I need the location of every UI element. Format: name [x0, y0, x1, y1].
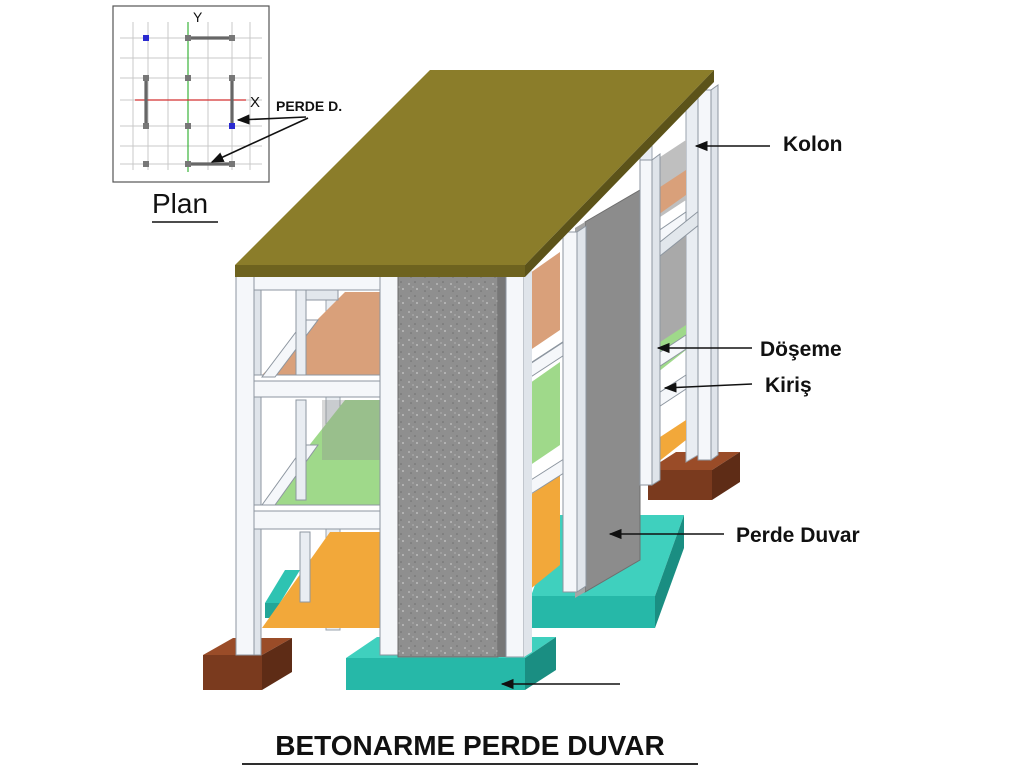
perde-label: Perde Duvar: [736, 524, 860, 547]
plan-inset: Y X PERDE D. Plan: [112, 5, 342, 223]
diagram-title-group: BETONARME PERDE DUVAR: [242, 730, 698, 765]
kiris-arrow: [663, 382, 753, 393]
kiris-label: Kiriş: [765, 374, 812, 397]
plan-wall-label: PERDE D.: [276, 98, 342, 114]
plan-wall-pointer-2: [210, 117, 309, 163]
kolon-label: Kolon: [783, 133, 842, 156]
front-frame: [235, 274, 399, 656]
front-slab-bottom: [262, 532, 380, 628]
plan-axis-x-label: X: [250, 94, 260, 111]
plan-axis-y-label: Y: [193, 9, 203, 25]
plan-title: Plan: [152, 188, 208, 219]
front-left-column: [235, 274, 255, 656]
building: [203, 70, 740, 690]
footing-back-column: [648, 452, 740, 500]
doseme-label: Döşeme: [760, 338, 842, 361]
roof-slab: [235, 70, 714, 277]
plan-wall-pointer-1: [236, 114, 307, 125]
diagram-title: BETONARME PERDE DUVAR: [275, 730, 664, 761]
side-columns: [562, 84, 719, 593]
front-right-column: [379, 274, 399, 656]
front-shear-wall: [397, 270, 532, 658]
plan-column-nodes: [143, 35, 235, 167]
labels: Kolon Döşeme Kiriş Perde Duvar: [500, 133, 860, 690]
plan-frame: [112, 5, 270, 183]
front-beam-top: [253, 275, 381, 291]
plan-walls: [144, 36, 234, 166]
